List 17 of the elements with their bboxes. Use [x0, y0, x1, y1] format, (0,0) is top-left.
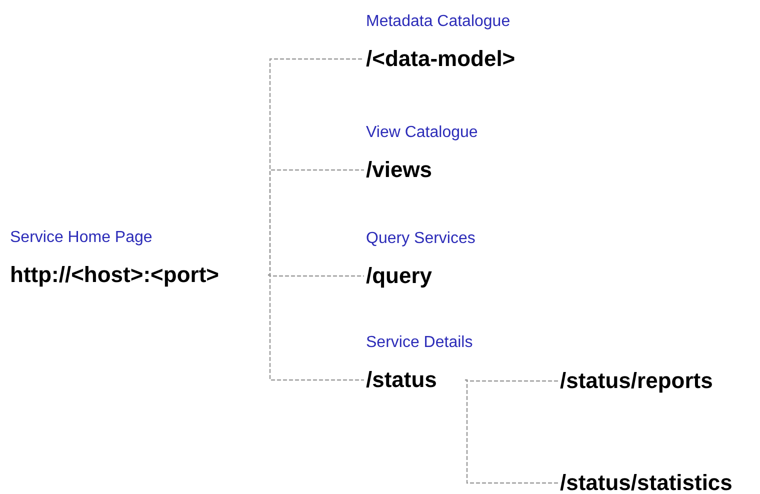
section-heading: Service Details	[366, 333, 473, 353]
connector-line	[268, 169, 364, 276]
connector-line	[464, 379, 558, 484]
connector-line	[268, 274, 364, 381]
url-path: /status/reports	[560, 369, 713, 393]
url-path: /views	[366, 158, 432, 182]
section-heading: Metadata Catalogue	[366, 12, 510, 32]
connector-line	[465, 379, 558, 382]
url-path: /status/statistics	[560, 471, 732, 494]
section-heading: Query Services	[366, 229, 476, 249]
url-path: http://<host>:<port>	[10, 263, 219, 287]
url-path: /status	[366, 368, 437, 392]
url-path: /<data-model>	[366, 47, 516, 71]
connector-line	[268, 274, 364, 277]
url-path: /query	[366, 264, 432, 288]
section-heading: View Catalogue	[366, 123, 478, 143]
section-heading: Service Home Page	[10, 228, 152, 248]
